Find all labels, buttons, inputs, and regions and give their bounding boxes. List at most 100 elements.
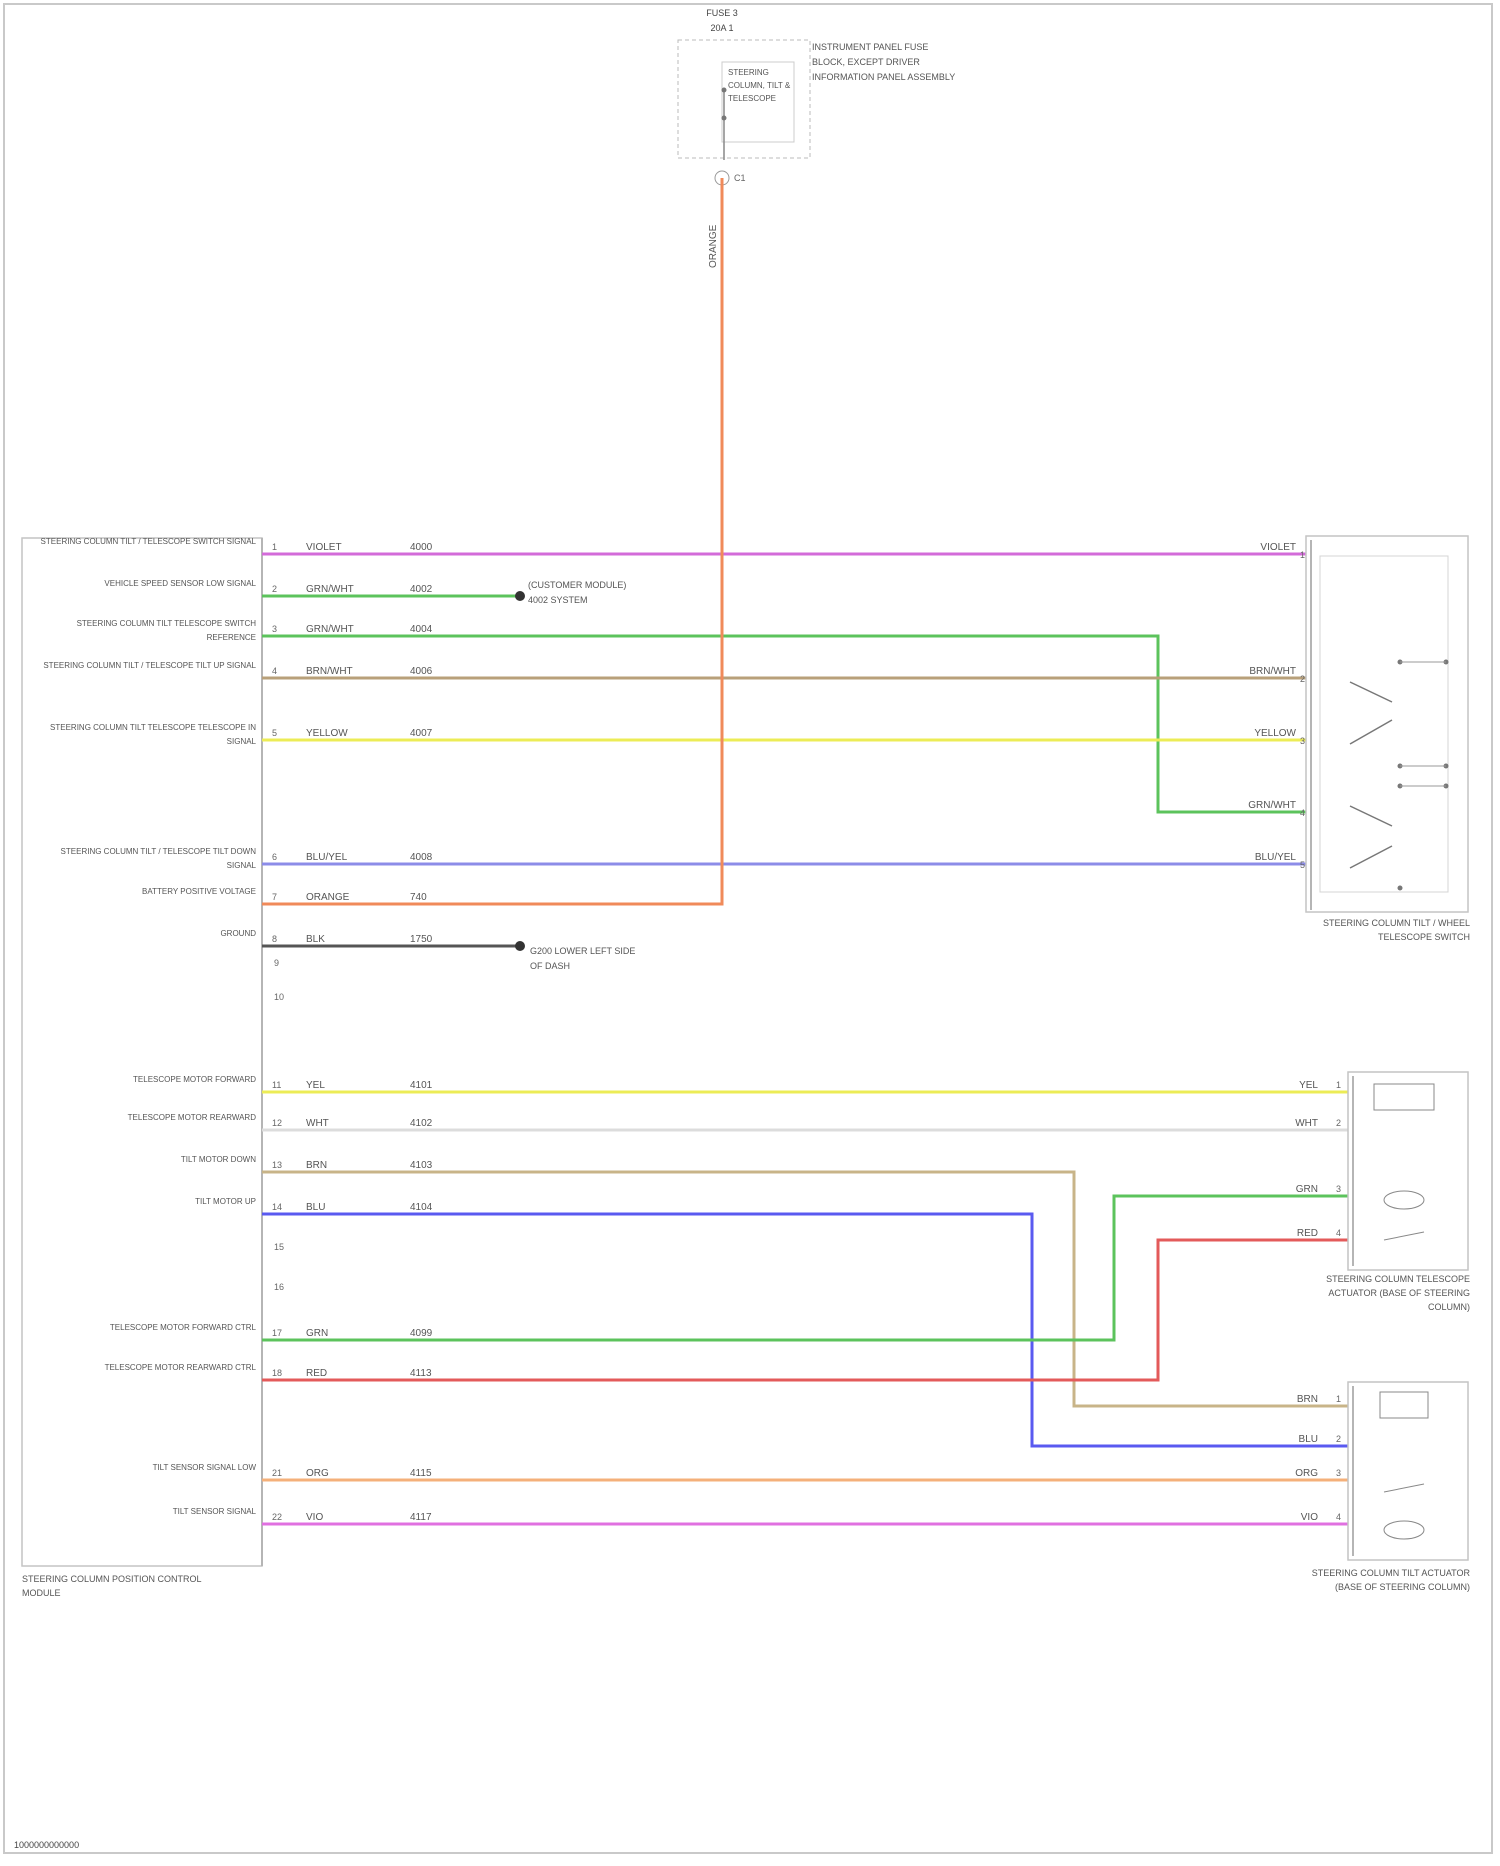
telescope-limit-switch [1384, 1232, 1424, 1240]
module-pin-label: TELESCOPE MOTOR REARWARD [40, 1111, 256, 1125]
module-extra-pin: 16 [274, 1282, 284, 1292]
module-pin-label: STEERING COLUMN TILT TELESCOPE TELESCOPE… [40, 721, 256, 749]
tilt-actuator-outline [1348, 1382, 1468, 1560]
fuse-top-label: FUSE 3 [706, 8, 738, 18]
module-pin-label-wrap: TELESCOPE MOTOR REARWARD CTRL [40, 1361, 256, 1393]
switch-contact-3 [1350, 806, 1392, 826]
module-name: STEERING COLUMN POSITION CONTROL MODULE [22, 1572, 242, 1600]
telescope-pin-number: 4 [1336, 1228, 1341, 1238]
switch-wire-label: BLU/YEL [1255, 852, 1297, 863]
tilt-pin-number: 3 [1336, 1468, 1341, 1478]
switch-pin-number: 1 [1300, 550, 1305, 560]
tilt-wire-label: BLU [1299, 1434, 1318, 1445]
circuit-number: 4115 [410, 1468, 432, 1479]
module-pin-label-wrap: TELESCOPE MOTOR FORWARD [40, 1073, 256, 1105]
module-pin-number: 17 [272, 1328, 282, 1338]
figure-id: 1000000000000 [14, 1840, 79, 1850]
module-pin-number: 4 [272, 666, 277, 676]
module-extra-pin: 10 [274, 992, 284, 1002]
module-name-wrap: STEERING COLUMN POSITION CONTROL MODULE [22, 1572, 242, 1606]
tilt-actuator-name: STEERING COLUMN TILT ACTUATOR (BASE OF S… [1290, 1566, 1470, 1594]
module-pin-labels: STEERING COLUMN TILT / TELESCOPE SWITCH … [40, 535, 433, 1537]
module-pin-number: 5 [272, 728, 277, 738]
tilt-actuator-name-wrap: STEERING COLUMN TILT ACTUATOR (BASE OF S… [1290, 1566, 1470, 1628]
circuit-number: 4101 [410, 1080, 433, 1091]
module-pin-label-wrap: TELESCOPE MOTOR REARWARD [40, 1111, 256, 1143]
module-pin-number: 18 [272, 1368, 282, 1378]
telescope-actuator-name: STEERING COLUMN TELESCOPE ACTUATOR (BASE… [1290, 1272, 1470, 1314]
module-pin-label-wrap: STEERING COLUMN TILT / TELESCOPE TILT UP… [40, 659, 256, 691]
tilt-motor-symbol [1380, 1392, 1428, 1418]
ground-note-wrap: G200 LOWER LEFT SIDE OF DASH [530, 944, 650, 992]
wire-color-label: RED [306, 1368, 327, 1379]
tilt-sensor-symbol [1384, 1521, 1424, 1539]
tilt-pin-number: 4 [1336, 1512, 1341, 1522]
module-pin-number: 14 [272, 1202, 282, 1212]
module-pin-label-wrap: GROUND [40, 927, 256, 959]
module-extra-pin: 15 [274, 1242, 284, 1252]
module-pin-label-wrap: TILT SENSOR SIGNAL [40, 1505, 256, 1537]
module-pin-label: TILT MOTOR UP [40, 1195, 256, 1209]
circuit-number: 4004 [410, 624, 433, 635]
module-pin-label: TILT SENSOR SIGNAL LOW [40, 1461, 256, 1475]
telescope-wire-label: GRN [1296, 1184, 1318, 1195]
telescope-sensor-symbol [1384, 1191, 1424, 1209]
switch-outline [1306, 536, 1468, 912]
wire-color-label: VIO [306, 1512, 323, 1523]
circuit-number: 740 [410, 892, 427, 903]
fuse-sub-label: 20A 1 [710, 23, 733, 33]
telescope-wire-label: RED [1297, 1228, 1318, 1239]
module-pin-label: STEERING COLUMN TILT / TELESCOPE TILT UP… [40, 659, 256, 673]
switch-pin-number: 5 [1300, 860, 1305, 870]
fuse-internal-label: STEERING COLUMN, TILT & TELESCOPE [728, 66, 792, 105]
switch-contact-4 [1350, 846, 1392, 868]
vss-note: (CUSTOMER MODULE) 4002 SYSTEM [528, 578, 628, 608]
module-pin-label: GROUND [40, 927, 256, 941]
module-pin-label-wrap: TELESCOPE MOTOR FORWARD CTRL [40, 1321, 256, 1353]
telescope-wire-label: YEL [1299, 1080, 1318, 1091]
telescope-actuator-outline [1348, 1072, 1468, 1270]
switch-contact-1 [1350, 682, 1392, 702]
control-module: STEERING COLUMN POSITION CONTROL MODULE … [22, 535, 433, 1606]
tilt-wire-label: ORG [1295, 1468, 1318, 1479]
circuit-number: 4099 [410, 1328, 433, 1339]
switch-node-g [1398, 886, 1403, 891]
module-pin-label: TELESCOPE MOTOR FORWARD [40, 1073, 256, 1087]
vss-note-wrap: (CUSTOMER MODULE) 4002 SYSTEM [528, 578, 628, 624]
module-pin-label-wrap: BATTERY POSITIVE VOLTAGE [40, 885, 256, 917]
module-extra-pin: 9 [274, 958, 279, 968]
circuit-number: 4117 [410, 1512, 432, 1523]
circuit-number: 4102 [410, 1118, 433, 1129]
module-pin-number: 22 [272, 1512, 282, 1522]
switch-wire-label: VIOLET [1260, 542, 1296, 553]
module-pin-label-wrap: VEHICLE SPEED SENSOR LOW SIGNAL [40, 577, 256, 609]
module-pin-label-wrap: STEERING COLUMN TILT / TELESCOPE TILT DO… [40, 845, 256, 877]
switch-name: STEERING COLUMN TILT / WHEEL TELESCOPE S… [1280, 916, 1470, 944]
module-pin-number: 21 [272, 1468, 282, 1478]
circuit-number: 4000 [410, 542, 433, 553]
switch-pin-number: 4 [1300, 808, 1305, 818]
tilt-limit-switch [1384, 1484, 1424, 1492]
tilt-pin-number: 2 [1336, 1434, 1341, 1444]
module-pin-label: STEERING COLUMN TILT TELESCOPE SWITCH RE… [40, 617, 256, 645]
tilt-wire-label: VIO [1301, 1512, 1318, 1523]
wire-color-label: YELLOW [306, 728, 348, 739]
circuit-number: 4103 [410, 1160, 433, 1171]
telescope-wire-label: WHT [1295, 1118, 1318, 1129]
module-pin-label-wrap: TILT MOTOR UP [40, 1195, 256, 1227]
telescope-actuator-name-wrap: STEERING COLUMN TELESCOPE ACTUATOR (BASE… [1290, 1272, 1470, 1334]
wire-color-label: BRN/WHT [306, 666, 353, 677]
telescope-pin-number: 2 [1336, 1118, 1341, 1128]
telescope-motor-symbol [1374, 1084, 1434, 1110]
module-pin-label-wrap: STEERING COLUMN TILT TELESCOPE SWITCH RE… [40, 617, 256, 649]
tilt-wire-label: BRN [1297, 1394, 1318, 1405]
circuit-number: 1750 [410, 934, 433, 945]
ground-splice-dot [515, 941, 525, 951]
module-pin-label-wrap: TILT MOTOR DOWN [40, 1153, 256, 1185]
module-pin-number: 8 [272, 934, 277, 944]
module-pin-label-wrap: TILT SENSOR SIGNAL LOW [40, 1461, 256, 1493]
fuse-connector-pin-label: C1 [734, 173, 746, 183]
